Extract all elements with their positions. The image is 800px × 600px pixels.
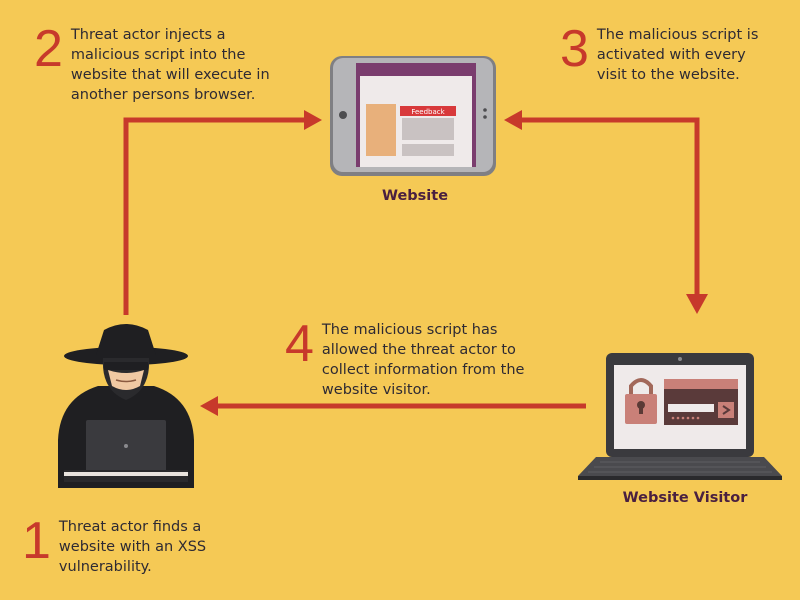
tablet-icon: Feedback — [330, 56, 496, 176]
step-4-text: The malicious script has allowed the thr… — [321, 322, 525, 398]
step-4: 4 The malicious script has allowed the t… — [285, 315, 525, 400]
step-3-number: 3 — [560, 20, 589, 78]
hacker-icon — [58, 324, 194, 488]
website-visitor-label: Website Visitor — [622, 490, 748, 506]
step-1-number: 1 — [22, 512, 51, 570]
step-1-text: Threat actor finds a website with an XSS… — [58, 519, 207, 575]
arrowhead-to-visitor — [686, 294, 708, 314]
arrow-hacker-to-website — [123, 117, 308, 315]
feedback-label: Feedback — [411, 108, 445, 116]
arrowhead-to-website — [304, 110, 322, 130]
step-2-number: 2 — [34, 20, 63, 78]
arrowhead-to-hacker — [200, 396, 218, 416]
step-1: 1 Threat actor finds a website with an X… — [22, 512, 207, 577]
step-4-number: 4 — [285, 315, 314, 373]
arrow-website-to-visitor — [518, 117, 700, 298]
padlock-icon — [625, 378, 657, 424]
laptop-icon — [578, 353, 782, 480]
arrowhead-to-website-right — [504, 110, 522, 130]
website-label: Website — [381, 188, 449, 204]
step-2: 2 Threat actor injects a malicious scrip… — [34, 20, 270, 105]
step-2-text: Threat actor injects a malicious script … — [70, 27, 270, 103]
step-3: 3 The malicious script is activated with… — [560, 20, 759, 85]
step-3-text: The malicious script is activated with e… — [596, 27, 759, 83]
